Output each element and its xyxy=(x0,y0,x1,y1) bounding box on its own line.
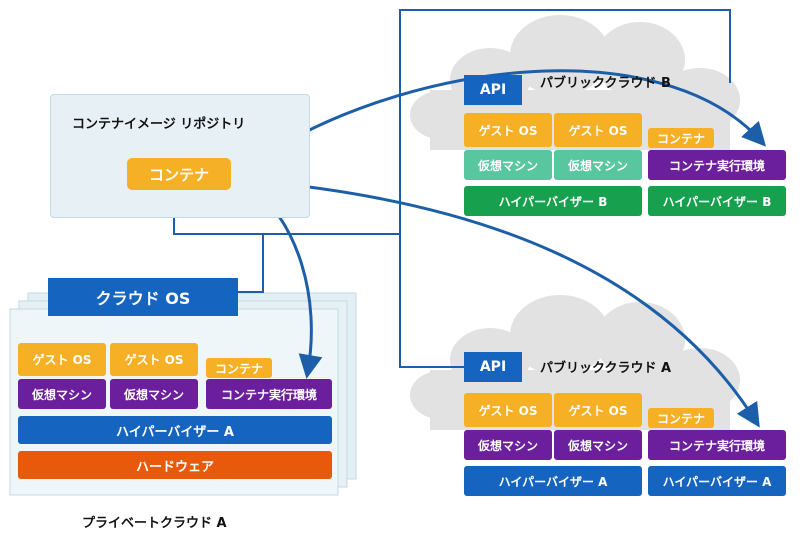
arrow-to-public-cloud-a xyxy=(243,178,760,428)
public-a-container-runtime: コンテナ実行環境 xyxy=(648,430,786,460)
public-b-guest-os-2: ゲスト OS xyxy=(554,113,642,147)
public-a-vm-2: 仮想マシン xyxy=(554,430,642,460)
private-guest-os-2: ゲスト OS xyxy=(110,343,198,376)
private-container: コンテナ xyxy=(206,358,272,378)
private-cloud-caption: プライベートクラウド A xyxy=(82,516,227,531)
public-cloud-a-title: パブリッククラウド A xyxy=(540,361,672,376)
cloud-os-bar: クラウド OS xyxy=(48,278,238,316)
public-a-vm-1: 仮想マシン xyxy=(464,430,552,460)
public-a-hypervisor-2: ハイパーバイザー A xyxy=(648,466,786,496)
public-cloud-a-api: API xyxy=(464,352,522,382)
arrow-to-public-cloud-b xyxy=(243,69,767,170)
private-container-runtime: コンテナ実行環境 xyxy=(206,379,332,409)
public-b-vm-1: 仮想マシン xyxy=(464,150,552,180)
public-a-container: コンテナ xyxy=(648,408,714,428)
public-b-hypervisor-2: ハイパーバイザー B xyxy=(648,186,786,216)
public-b-container: コンテナ xyxy=(648,128,714,148)
private-guest-os-1: ゲスト OS xyxy=(18,343,106,376)
public-a-hypervisor-1: ハイパーバイザー A xyxy=(464,466,642,496)
public-a-guest-os-1: ゲスト OS xyxy=(464,393,552,427)
public-cloud-b-title: パブリッククラウド B xyxy=(540,76,671,91)
private-vm-2: 仮想マシン xyxy=(110,379,198,409)
public-b-guest-os-1: ゲスト OS xyxy=(464,113,552,147)
repository-panel xyxy=(50,94,310,218)
public-a-guest-os-2: ゲスト OS xyxy=(554,393,642,427)
public-b-vm-2: 仮想マシン xyxy=(554,150,642,180)
private-vm-1: 仮想マシン xyxy=(18,379,106,409)
public-b-container-runtime: コンテナ実行環境 xyxy=(648,150,786,180)
repository-container: コンテナ xyxy=(127,158,231,190)
private-hardware: ハードウェア xyxy=(18,451,332,479)
public-b-hypervisor-1: ハイパーバイザー B xyxy=(464,186,642,216)
private-hypervisor: ハイパーバイザー A xyxy=(18,416,332,444)
repository-title: コンテナイメージ リポジトリ xyxy=(72,117,246,132)
public-cloud-b-api: API xyxy=(464,75,522,105)
